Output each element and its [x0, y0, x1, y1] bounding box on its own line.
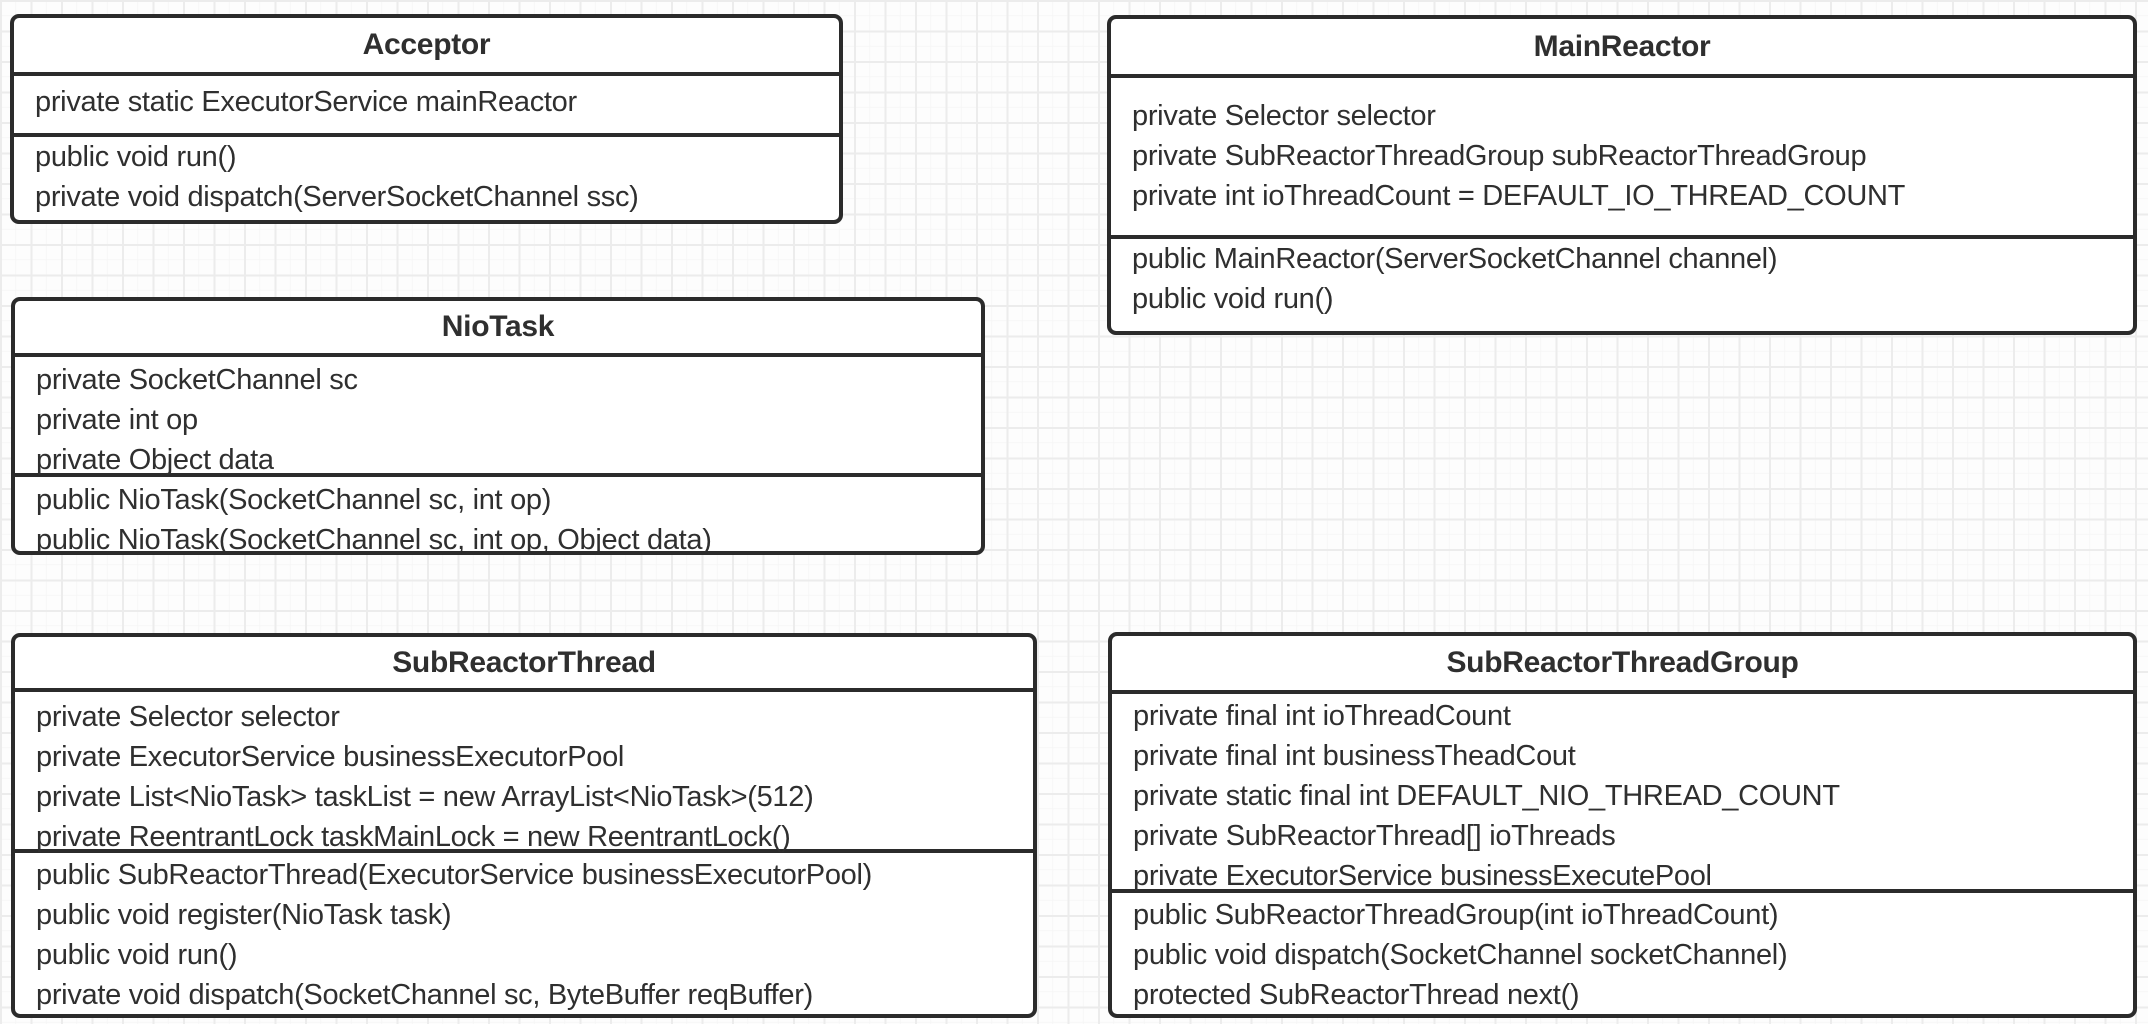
uml-attribute: private static final int DEFAULT_NIO_THR… [1133, 780, 1840, 812]
uml-attribute: private Selector selector [1132, 100, 1436, 132]
uml-attribute: private int op [36, 404, 198, 436]
uml-class-title: SubReactorThread [15, 637, 1033, 692]
uml-class-title: SubReactorThreadGroup [1112, 636, 2133, 694]
uml-attribute: private SubReactorThread[] ioThreads [1133, 820, 1616, 852]
uml-attributes-section: private SocketChannel sc private int op pr… [15, 357, 981, 477]
uml-attribute: private Selector selector [36, 701, 340, 733]
uml-attribute: private List<NioTask> taskList = new Arr… [36, 781, 814, 813]
uml-class-title: NioTask [15, 301, 981, 357]
uml-attribute: private final int businessTheadCout [1133, 740, 1576, 772]
uml-method: public NioTask(SocketChannel sc, int op,… [36, 524, 712, 555]
uml-attribute: private Object data [36, 444, 274, 476]
uml-methods-section: public MainReactor(ServerSocketChannel c… [1111, 239, 2133, 331]
uml-method: public void run() [36, 939, 238, 971]
uml-attribute: private int ioThreadCount = DEFAULT_IO_T… [1132, 180, 1906, 212]
uml-class-acceptor[interactable]: Acceptor private static ExecutorService … [10, 14, 843, 224]
uml-class-title: Acceptor [14, 18, 839, 76]
uml-methods-section: public NioTask(SocketChannel sc, int op)… [15, 477, 981, 555]
uml-attribute: private SocketChannel sc [36, 364, 358, 396]
uml-class-sub-reactor-thread[interactable]: SubReactorThread private Selector select… [11, 633, 1037, 1018]
uml-method: private void dispatch(SocketChannel sc, … [36, 979, 813, 1011]
uml-methods-section: public void run() private void dispatch(S… [14, 137, 839, 220]
uml-method: public NioTask(SocketChannel sc, int op) [36, 484, 552, 516]
uml-methods-section: public SubReactorThread(ExecutorService … [15, 853, 1033, 1014]
uml-method: public void dispatch(SocketChannel socke… [1133, 939, 1788, 971]
uml-method: protected SubReactorThread next() [1133, 979, 1580, 1011]
uml-attribute: private ExecutorService businessExecuteP… [1133, 860, 1712, 892]
uml-attribute: private ReentrantLock taskMainLock = new… [36, 821, 791, 853]
uml-method: public MainReactor(ServerSocketChannel c… [1132, 243, 1778, 275]
uml-attributes-section: private Selector selector private Executo… [15, 692, 1033, 853]
uml-attributes-section: private Selector selector private SubReac… [1111, 78, 2133, 239]
uml-class-sub-reactor-thread-group[interactable]: SubReactorThreadGroup private final int … [1108, 632, 2137, 1018]
uml-method: public SubReactorThread(ExecutorService … [36, 859, 873, 891]
uml-method: public void run() [1132, 283, 1334, 315]
uml-attribute: private final int ioThreadCount [1133, 700, 1511, 732]
uml-class-title: MainReactor [1111, 19, 2133, 78]
uml-attributes-section: private static ExecutorService mainReact… [14, 76, 839, 137]
uml-attribute: private static ExecutorService mainReact… [35, 86, 577, 118]
uml-attribute: private SubReactorThreadGroup subReactor… [1132, 140, 1867, 172]
uml-method: public void run() [35, 141, 237, 173]
uml-methods-section: public SubReactorThreadGroup(int ioThrea… [1112, 893, 2133, 1014]
uml-attributes-section: private final int ioThreadCount private f… [1112, 694, 2133, 893]
uml-method: public SubReactorThreadGroup(int ioThrea… [1133, 899, 1779, 931]
uml-method: public void register(NioTask task) [36, 899, 452, 931]
uml-attribute: private ExecutorService businessExecutor… [36, 741, 625, 773]
uml-method: private void dispatch(ServerSocketChanne… [35, 181, 639, 213]
